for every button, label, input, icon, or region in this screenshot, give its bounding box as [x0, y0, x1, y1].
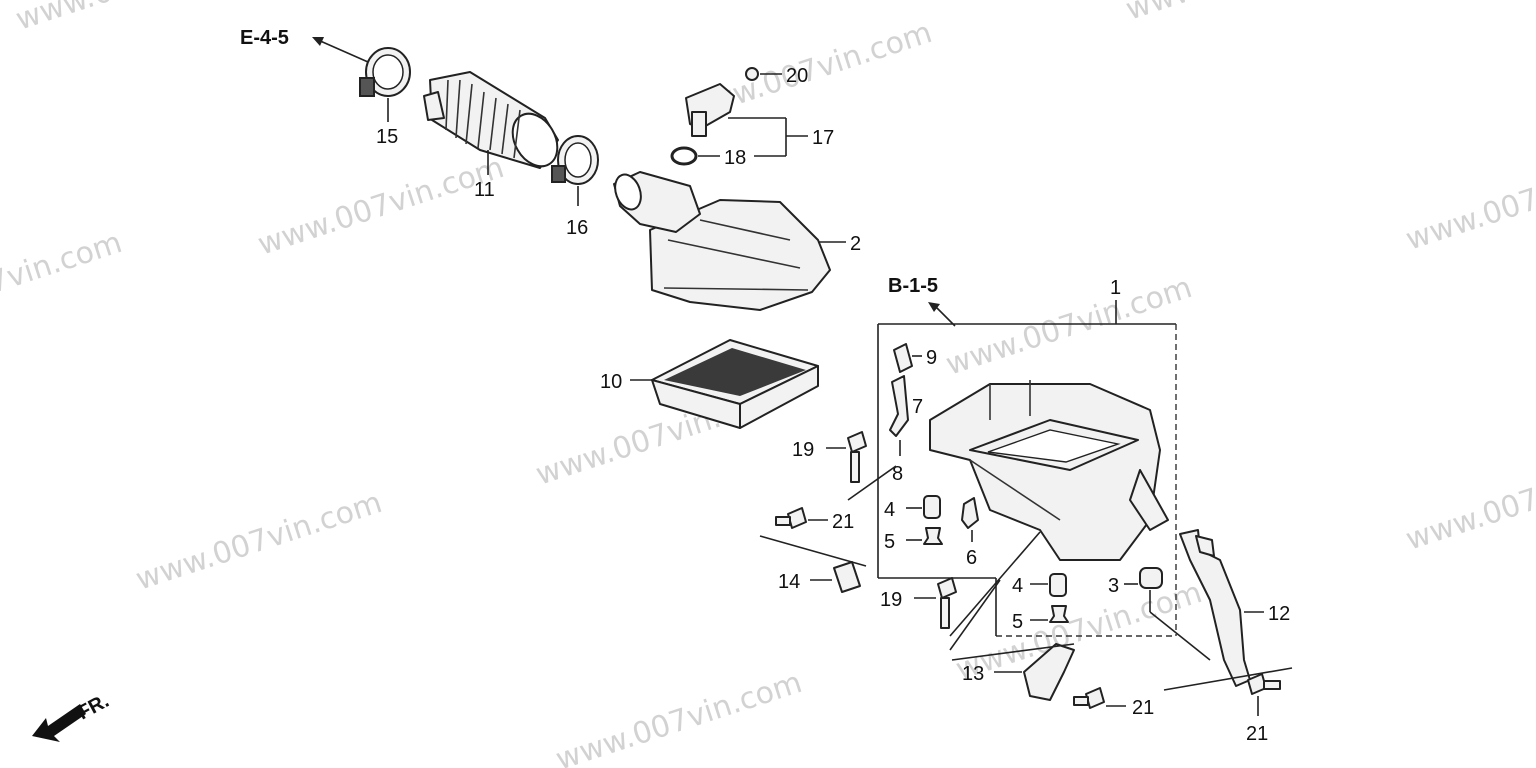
watermark: www.007vin.com [132, 485, 387, 598]
ref-e45-label: E-4-5 [240, 27, 289, 49]
air-filter-10: 10 [600, 339, 819, 429]
arrow-left-down-icon [32, 704, 86, 742]
callout-4a: 4 [884, 499, 895, 521]
callout-19b: 19 [880, 589, 902, 611]
callout-21c: 21 [1246, 723, 1268, 745]
callout-15: 15 [376, 126, 398, 148]
bracket-12: 12 [1163, 529, 1293, 691]
grommet-4-5-upper: 4 5 [884, 495, 943, 553]
watermark: www.007vin.com [0, 225, 126, 338]
callout-4b: 4 [1012, 575, 1023, 597]
watermark: www.007vin.com [12, 0, 267, 38]
callout-8: 8 [892, 463, 903, 485]
bolt-19-lower: 19 [880, 531, 1041, 651]
callout-19a: 19 [792, 439, 814, 461]
callout-13: 13 [962, 663, 984, 685]
intake-duct-11: 11 [423, 71, 559, 201]
callout-9: 9 [926, 347, 937, 369]
clip-6: 6 [961, 497, 979, 569]
bracket-14: 14 [778, 561, 861, 593]
bolt-21-right: 21 [1246, 673, 1281, 745]
parts-9-7-8: 9 7 8 [847, 343, 937, 501]
callout-21a: 21 [832, 511, 854, 533]
front-indicator: FR. [32, 690, 113, 742]
ref-e45: E-4-5 [240, 27, 369, 63]
callout-10: 10 [600, 371, 622, 393]
watermark: www.007vin.com [254, 150, 509, 263]
callout-16: 16 [566, 217, 588, 239]
bolt-21-left: 21 [759, 507, 867, 567]
callout-5a: 5 [884, 531, 895, 553]
clamp-15: 15 [359, 47, 411, 148]
callout-2: 2 [850, 233, 861, 255]
clamp-16: 16 [551, 135, 599, 239]
callout-17: 17 [812, 127, 834, 149]
sensor-17: 20 18 17 [670, 65, 834, 169]
callout-12: 12 [1268, 603, 1290, 625]
bracket-13: 13 [951, 643, 1075, 701]
callout-5b: 5 [1012, 611, 1023, 633]
callout-1: 1 [1110, 277, 1121, 299]
ref-b15-label: B-1-5 [888, 275, 938, 297]
callout-7: 7 [912, 396, 923, 418]
grommet-4-5-lower: 4 5 [1012, 573, 1069, 633]
callout-21b: 21 [1132, 697, 1154, 719]
bolt-19-upper: 19 [792, 431, 867, 483]
air-cleaner-case-1: 1 [877, 277, 1177, 637]
watermark: www.007vin.com [952, 575, 1207, 688]
callout-18: 18 [724, 147, 746, 169]
front-label: FR. [74, 690, 113, 725]
ref-b15: B-1-5 [888, 275, 956, 327]
bolt-21-bottom: 21 [1073, 687, 1154, 719]
callout-6: 6 [966, 547, 977, 569]
callout-3: 3 [1108, 575, 1119, 597]
callout-14: 14 [778, 571, 800, 593]
air-cleaner-cover-2: 2 [613, 171, 861, 311]
watermark: www.007vin.com [1402, 445, 1536, 558]
watermark: www.007vin.com [1122, 0, 1377, 28]
grommet-3: 3 [1108, 567, 1211, 661]
callout-20: 20 [786, 65, 808, 87]
watermark: www.007vin.com [552, 665, 807, 768]
callout-11: 11 [474, 179, 495, 201]
watermark: www.007vin.com [1402, 145, 1536, 258]
watermark: www.007vin.com [942, 270, 1197, 383]
